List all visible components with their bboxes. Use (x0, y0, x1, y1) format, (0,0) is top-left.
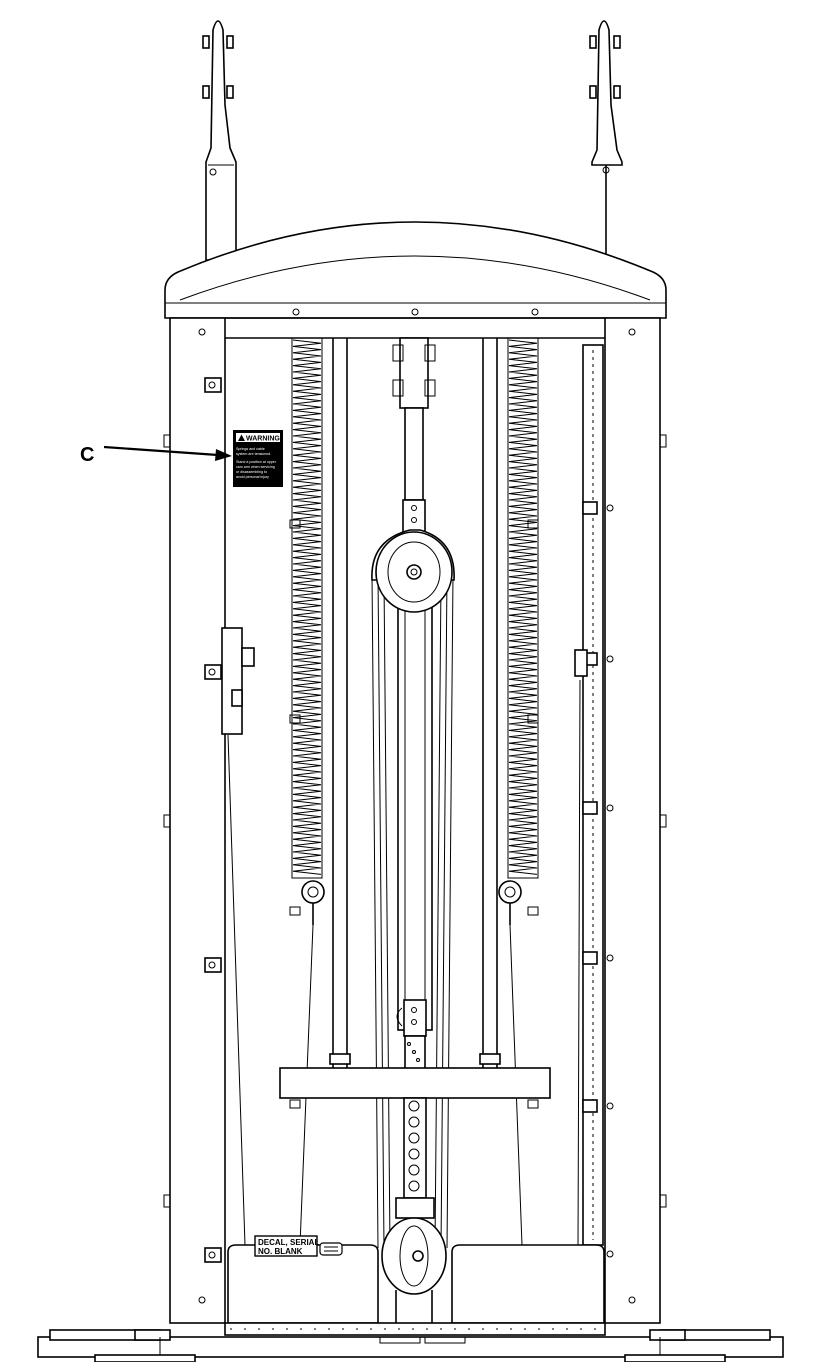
left-handle (202, 20, 237, 261)
bottom-plates (224, 1244, 606, 1336)
guide-rods (329, 338, 501, 1080)
frame (163, 317, 667, 1324)
center-column (392, 337, 436, 1031)
crossbar (279, 1067, 551, 1099)
serial-decal-line-1: DECAL, SERIAL (258, 1238, 319, 1247)
spring-left (291, 337, 323, 879)
cables (227, 574, 581, 1249)
warning-line-2: system are tensioned. (236, 452, 271, 456)
warning-title: WARNING (246, 436, 280, 443)
column-brackets (289, 519, 539, 1109)
callout-letter: C (80, 444, 94, 466)
spring-eye-left (299, 880, 325, 1246)
lower-pulley (381, 1197, 447, 1323)
selector-holes (403, 1097, 427, 1199)
callout-c: C (80, 444, 232, 466)
top-shroud (164, 221, 667, 319)
right-handle (589, 20, 623, 260)
warning-line-4: cam arm when servicing (236, 465, 275, 469)
spring-eye-right (498, 880, 523, 1246)
warning-line-3: Stand a position at upper (236, 460, 277, 464)
warning-line-6: avoid personal injury (236, 475, 269, 479)
upper-pulley (371, 529, 455, 613)
warning-line-5: or disassembling to (236, 470, 267, 474)
serial-decal: DECAL, SERIAL NO. BLANK (254, 1235, 343, 1257)
serial-decal-line-2: NO. BLANK (258, 1247, 303, 1256)
callout-arrowhead (215, 449, 232, 461)
warning-line-1: Springs and cable (236, 447, 265, 451)
base (37, 1329, 784, 1362)
spring-right (507, 337, 539, 879)
warning-decal: WARNING Springs and cable system are ten… (233, 430, 283, 487)
